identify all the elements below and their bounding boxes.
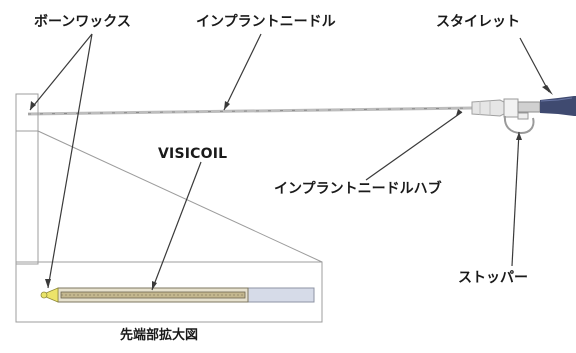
stylet — [517, 96, 576, 116]
caption-tip-enlarged-view: 先端部拡大図 — [120, 328, 199, 343]
label-implant-needle-hub: インプラントニードルハブ — [274, 181, 442, 197]
label-implant-needle: インプラントニードル — [196, 14, 336, 30]
label-visicoil: VISICOIL — [158, 146, 228, 162]
inset-frame — [15, 93, 323, 323]
stopper — [503, 112, 535, 135]
label-bone-wax: ボーンワックス — [34, 14, 131, 30]
enlarged-needle-tip — [40, 287, 315, 303]
needle-hub — [471, 98, 519, 118]
label-stopper: ストッパー — [458, 270, 528, 286]
implant-needle-shaft — [27, 106, 473, 116]
stylet-leader-line — [519, 37, 550, 93]
label-stylet: スタイレット — [436, 14, 520, 30]
leader-lines — [29, 33, 520, 291]
